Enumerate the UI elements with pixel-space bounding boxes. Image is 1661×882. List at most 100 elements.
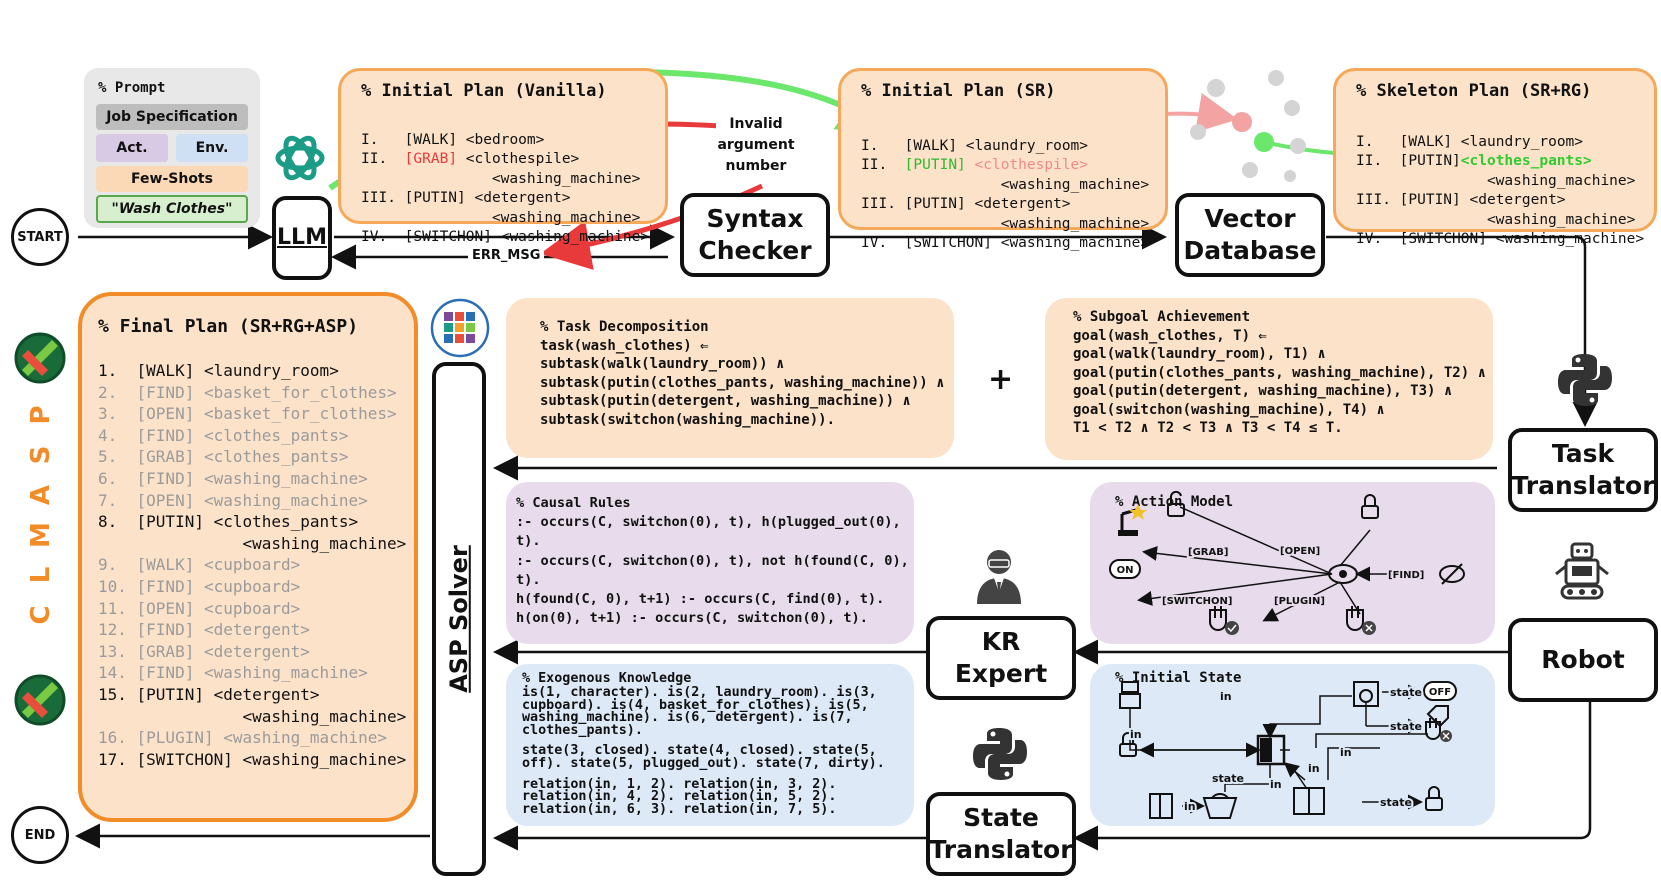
svg-text:state: state: [1390, 686, 1422, 699]
final-plan-step: 7. [OPEN] <washing_machine>: [98, 490, 368, 510]
python-icon-2: [973, 728, 1027, 780]
svg-text:OFF: OFF: [1429, 687, 1451, 698]
end-node: END: [11, 806, 69, 864]
plus-sign: +: [988, 362, 1014, 397]
initial-state-title: % Initial State: [1115, 670, 1242, 686]
final-plan-step: 12. [FIND] <detergent>: [98, 620, 310, 640]
arrow-robot-state: [1073, 700, 1592, 851]
svg-text:[PLUGIN]: [PLUGIN]: [1274, 596, 1325, 607]
sr-title: % Initial Plan (SR): [861, 81, 1056, 101]
final-plan-step: 17. [SWITCHON] <washing_machine>: [98, 749, 407, 769]
start-label: START: [17, 229, 63, 245]
final-plan-step: 13. [GRAB] <detergent>: [98, 641, 310, 661]
asp-solver-label: ASP Solver: [445, 545, 473, 693]
final-plan-step: 10. [FIND] <cupboard>: [98, 576, 301, 596]
final-plan-steps: 1. [WALK] <laundry_room> 2. [FIND] <baske…: [98, 360, 406, 770]
clmasp-logo-icon: [14, 332, 66, 384]
llm-node: LLM: [272, 196, 332, 280]
prompt-title: % Prompt: [98, 80, 166, 96]
skeleton-plan-panel: % Skeleton Plan (SR+RG) I. [WALK] <laund…: [1333, 68, 1657, 247]
clmasp-letter: P: [26, 405, 56, 425]
clmasp-letter: A: [26, 484, 56, 506]
job-spec-chip: Job Specification: [96, 104, 248, 130]
final-plan-step: 6. [FIND] <washing_machine>: [98, 468, 368, 488]
svg-text:in: in: [1308, 762, 1320, 775]
svg-text:[OPEN]: [OPEN]: [1280, 546, 1320, 557]
final-plan-step: 1. [WALK] <laundry_room>: [98, 361, 339, 380]
robot-node: Robot: [1508, 618, 1658, 702]
final-plan-step: <washing_machine>: [98, 533, 407, 553]
clmasp-letter: C: [26, 605, 56, 625]
python-icon: [1558, 354, 1612, 406]
svg-text:state: state: [1390, 720, 1422, 733]
asp-logo-icon: [430, 298, 490, 358]
final-plan-title: % Final Plan (SR+RG+ASP): [98, 316, 359, 337]
initial-state-graph: OFF in in state state in state in in in …: [1119, 681, 1457, 819]
asp-solver-node: ASP Solver: [432, 362, 486, 876]
causal-rules-code: % Causal Rules:- occurs(C, switchon(0), …: [516, 495, 909, 627]
end-label: END: [24, 827, 56, 843]
svg-text:[SWITCHON]: [SWITCHON]: [1162, 596, 1233, 607]
initial-plan-vanilla-panel: % Initial Plan (Vanilla) I. [WALK] <bedr…: [338, 68, 668, 245]
final-plan-step: 15. [PUTIN] <detergent>: [98, 684, 320, 704]
svg-text:ON: ON: [1117, 565, 1134, 576]
final-plan-panel: % Final Plan (SR+RG+ASP) 1. [WALK] <laun…: [78, 292, 418, 822]
embedding-dots-icon: [1190, 70, 1306, 182]
causal-rules-panel: % Causal Rules:- occurs(C, switchon(0), …: [506, 482, 914, 644]
svg-text:[FIND]: [FIND]: [1388, 570, 1424, 581]
svg-text:[GRAB]: [GRAB]: [1188, 547, 1228, 558]
instruction-chip: "Wash Clothes": [96, 195, 248, 223]
svg-text:in: in: [1340, 746, 1352, 759]
svg-text:in: in: [1270, 778, 1282, 791]
vanilla-lines: I. [WALK] <bedroom> II. [GRAB] <clothesp…: [361, 131, 650, 246]
clmasp-logo-icon-2: [14, 674, 66, 726]
final-plan-step: 5. [GRAB] <clothes_pants>: [98, 447, 349, 467]
final-plan-step: 11. [OPEN] <cupboard>: [98, 598, 301, 618]
initial-plan-sr-panel: % Initial Plan (SR) I. [WALK] <laundry_r…: [838, 68, 1168, 251]
svg-text:state: state: [1380, 796, 1412, 809]
final-plan-step: 3. [OPEN] <basket_for_clothes>: [98, 404, 397, 424]
robot-icon: [1555, 542, 1609, 600]
start-node: START: [11, 208, 69, 266]
final-plan-step: 8. [PUTIN] <clothes_pants>: [98, 512, 359, 532]
final-plan-step: 16. [PLUGIN] <washing_machine>: [98, 728, 387, 748]
clmasp-letter: S: [26, 445, 56, 465]
skeleton-title: % Skeleton Plan (SR+RG): [1356, 81, 1592, 101]
svg-text:in: in: [1220, 690, 1232, 703]
arrow-vector-task: [1326, 235, 1598, 427]
llm-label: LLM: [277, 225, 327, 250]
expert-person-icon: [977, 550, 1021, 604]
env-chip: Env.: [176, 134, 248, 162]
final-plan-step: 2. [FIND] <basket_for_clothes>: [98, 382, 397, 402]
svg-text:state: state: [1212, 772, 1244, 785]
vanilla-title: % Initial Plan (Vanilla): [361, 81, 607, 101]
clmasp-letter: L: [26, 566, 56, 584]
err-msg-label: ERR_MSG: [468, 248, 545, 263]
svg-text:in: in: [1130, 728, 1142, 741]
clmasp-letter: M: [26, 522, 56, 548]
openai-logo-icon: [275, 135, 325, 181]
svg-text:in: in: [1184, 800, 1196, 813]
action-model-title: % Action Model: [1115, 494, 1234, 510]
few-shots-chip: Few-Shots: [96, 166, 248, 192]
sr-lines: I. [WALK] <laundry_room> II. [PUTIN] <cl…: [861, 137, 1150, 252]
skeleton-lines: I. [WALK] <laundry_room> II. [PUTIN]<clo…: [1356, 133, 1645, 248]
act-chip: Act.: [96, 134, 168, 162]
action-model-graph: ON [GRAB] [OPEN] [FIND] [SWITCHON] [PLUG…: [1109, 490, 1465, 635]
final-plan-step: <washing_machine>: [98, 706, 407, 726]
final-plan-step: 14. [FIND] <washing_machine>: [98, 663, 368, 683]
action-model-panel: [1090, 482, 1495, 644]
prompt-panel: % Prompt Job Specification Act. Env. Few…: [84, 68, 260, 228]
